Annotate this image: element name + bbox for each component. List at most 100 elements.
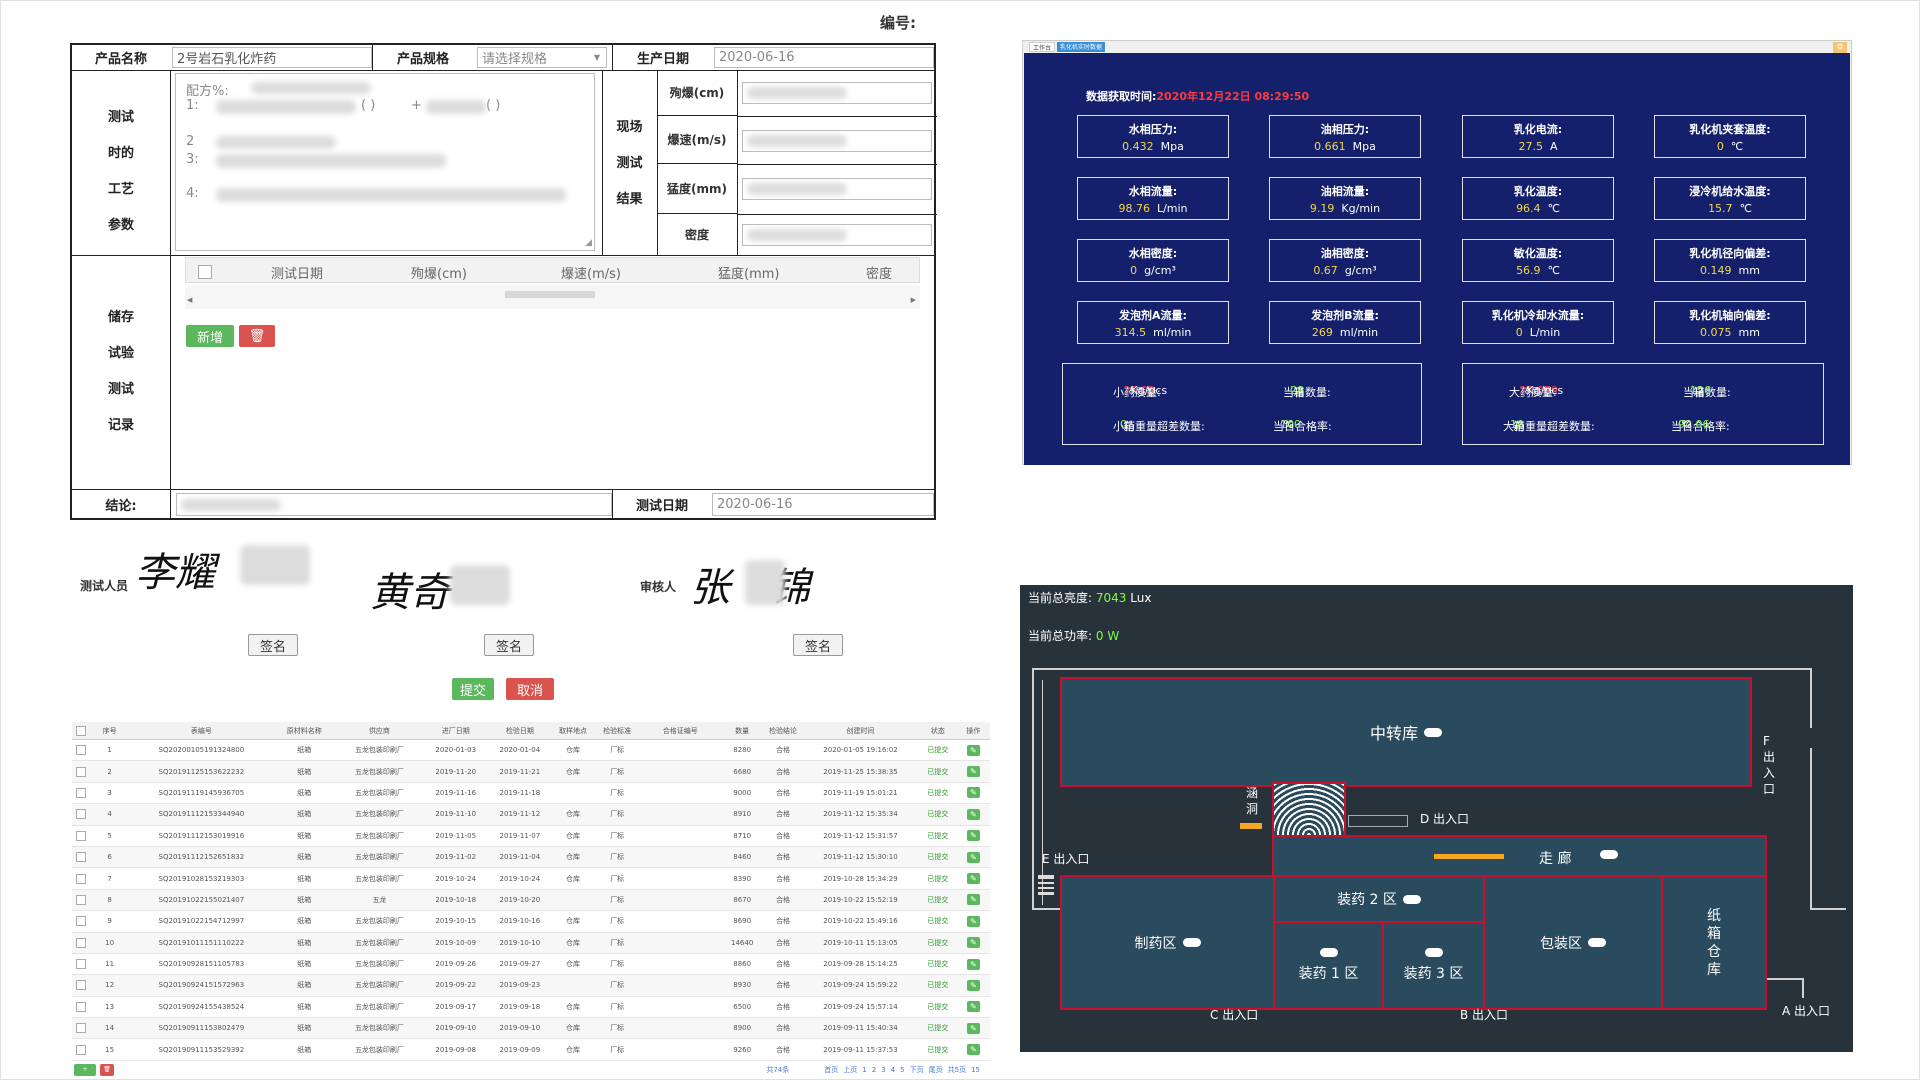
row-checkbox[interactable] bbox=[75, 787, 86, 798]
process-params-textarea[interactable]: 配方%: 1: 2 3: 4: ( ) + ( ) ◢ bbox=[175, 73, 595, 251]
production-date-field[interactable]: 2020-06-16 bbox=[714, 47, 934, 68]
density-input[interactable] bbox=[742, 224, 932, 246]
spec-select[interactable]: 请选择规格▼ bbox=[477, 47, 607, 68]
zone-making[interactable]: 制药区 bbox=[1060, 875, 1275, 1010]
table-cell: 合格 bbox=[764, 974, 802, 997]
table-add-button[interactable]: + bbox=[74, 1063, 96, 1076]
middle-sign-button[interactable]: 签名 bbox=[484, 634, 534, 656]
edit-icon[interactable]: ✎ bbox=[966, 937, 980, 949]
edit-icon[interactable]: ✎ bbox=[966, 894, 980, 906]
pager-link[interactable]: 上页 bbox=[843, 1065, 858, 1074]
product-name-field[interactable]: 2号岩石乳化炸药 bbox=[172, 47, 372, 68]
settings-gear-icon[interactable]: ⚙ bbox=[1833, 42, 1847, 54]
edit-icon[interactable]: ✎ bbox=[966, 744, 980, 756]
pager-link[interactable]: 1 bbox=[862, 1065, 867, 1074]
pager-link[interactable]: 2 bbox=[871, 1065, 877, 1074]
edit-icon[interactable]: ✎ bbox=[966, 1022, 980, 1034]
scroll-right-icon[interactable]: ▶ bbox=[910, 296, 916, 304]
zone-pack3[interactable]: 装药 3 区 bbox=[1382, 921, 1485, 1010]
row-checkbox[interactable] bbox=[75, 894, 86, 905]
submit-button[interactable]: 提交 bbox=[452, 678, 494, 700]
edit-icon[interactable]: ✎ bbox=[966, 851, 980, 863]
velocity-input[interactable] bbox=[742, 130, 932, 152]
row-checkbox[interactable] bbox=[75, 873, 86, 884]
test-date-field[interactable]: 2020-06-16 bbox=[712, 493, 934, 516]
tab-workbench[interactable]: 工作台 bbox=[1029, 42, 1056, 52]
pager-link[interactable]: 首页 bbox=[824, 1065, 839, 1074]
tab-realtime[interactable]: 乳化机实时数据 bbox=[1057, 42, 1106, 52]
table-cell bbox=[640, 782, 721, 805]
conclusion-input[interactable] bbox=[176, 493, 612, 516]
zone-pack2[interactable]: 装药 2 区 bbox=[1273, 875, 1485, 923]
pager-link[interactable]: 5 bbox=[900, 1065, 905, 1074]
storage-table-scrollbar[interactable]: ◀ ▶ bbox=[185, 285, 920, 309]
row-checkbox[interactable] bbox=[75, 959, 86, 970]
brisance-input[interactable] bbox=[742, 178, 932, 200]
row-checkbox[interactable] bbox=[75, 1001, 86, 1012]
edit-icon[interactable]: ✎ bbox=[966, 915, 980, 927]
cancel-button[interactable]: 取消 bbox=[506, 678, 554, 700]
metric-value: 15.7 ℃ bbox=[1708, 202, 1752, 215]
zone-pack1[interactable]: 装药 1 区 bbox=[1273, 921, 1384, 1010]
edit-icon[interactable]: ✎ bbox=[966, 766, 980, 778]
row-checkbox[interactable] bbox=[75, 766, 86, 777]
zone-transfer[interactable]: 中转库 bbox=[1060, 677, 1752, 787]
table-delete-icon[interactable]: 🗑 bbox=[100, 1063, 114, 1076]
tester-sign-button[interactable]: 签名 bbox=[248, 634, 298, 656]
edit-icon[interactable]: ✎ bbox=[966, 873, 980, 885]
row-checkbox[interactable] bbox=[75, 809, 86, 820]
row-checkbox[interactable] bbox=[75, 830, 86, 841]
edit-icon[interactable]: ✎ bbox=[966, 958, 980, 970]
row-checkbox[interactable] bbox=[75, 852, 86, 863]
row-checkbox[interactable] bbox=[75, 1044, 86, 1055]
pager-link[interactable]: 15 bbox=[971, 1065, 980, 1074]
row-checkbox[interactable] bbox=[75, 937, 86, 948]
reviewer-sign-button[interactable]: 签名 bbox=[793, 634, 843, 656]
scroll-left-icon[interactable]: ◀ bbox=[187, 296, 193, 304]
edit-icon[interactable]: ✎ bbox=[966, 979, 980, 991]
sympathetic-input[interactable] bbox=[742, 82, 932, 104]
row-checkbox[interactable] bbox=[75, 745, 86, 756]
resize-handle-icon[interactable]: ◢ bbox=[585, 238, 592, 248]
edit-icon[interactable]: ✎ bbox=[966, 830, 980, 842]
select-all-checkbox[interactable] bbox=[75, 725, 86, 736]
exit-d: D 出入口 bbox=[1420, 812, 1470, 826]
edit-icon[interactable]: ✎ bbox=[966, 787, 980, 799]
pager-link[interactable]: 4 bbox=[890, 1065, 896, 1074]
zone-culvert[interactable] bbox=[1272, 782, 1346, 837]
edit-icon[interactable]: ✎ bbox=[966, 808, 980, 820]
pager-link[interactable]: 共5页 bbox=[947, 1065, 967, 1074]
select-all-checkbox[interactable] bbox=[198, 265, 212, 279]
row-checkbox[interactable] bbox=[75, 980, 86, 991]
edit-icon[interactable]: ✎ bbox=[966, 1044, 980, 1056]
zone-corridor[interactable]: 走 廊 bbox=[1272, 835, 1767, 877]
pager-link[interactable]: 下页 bbox=[909, 1065, 924, 1074]
row-checkbox[interactable] bbox=[75, 916, 86, 927]
zone-packing[interactable]: 包装区 bbox=[1483, 875, 1663, 1010]
pager-link[interactable]: 3 bbox=[881, 1065, 886, 1074]
inspection-table: 序号表编号原材料名称供应商进厂日期检验日期取样地点检验标准合格证编号数量检验结论… bbox=[72, 722, 990, 1079]
header-checkbox-cell bbox=[72, 722, 90, 740]
add-record-button[interactable]: 新增 bbox=[186, 325, 234, 347]
edit-icon[interactable]: ✎ bbox=[966, 1001, 980, 1013]
pager-link[interactable]: 尾页 bbox=[928, 1065, 943, 1074]
metric-box: 水相流量:98.76 L/min bbox=[1077, 177, 1229, 220]
delete-record-button[interactable]: 🗑 bbox=[239, 325, 275, 347]
zone-carton[interactable]: 纸箱仓库 bbox=[1661, 875, 1767, 1010]
row-checkbox[interactable] bbox=[75, 1023, 86, 1034]
